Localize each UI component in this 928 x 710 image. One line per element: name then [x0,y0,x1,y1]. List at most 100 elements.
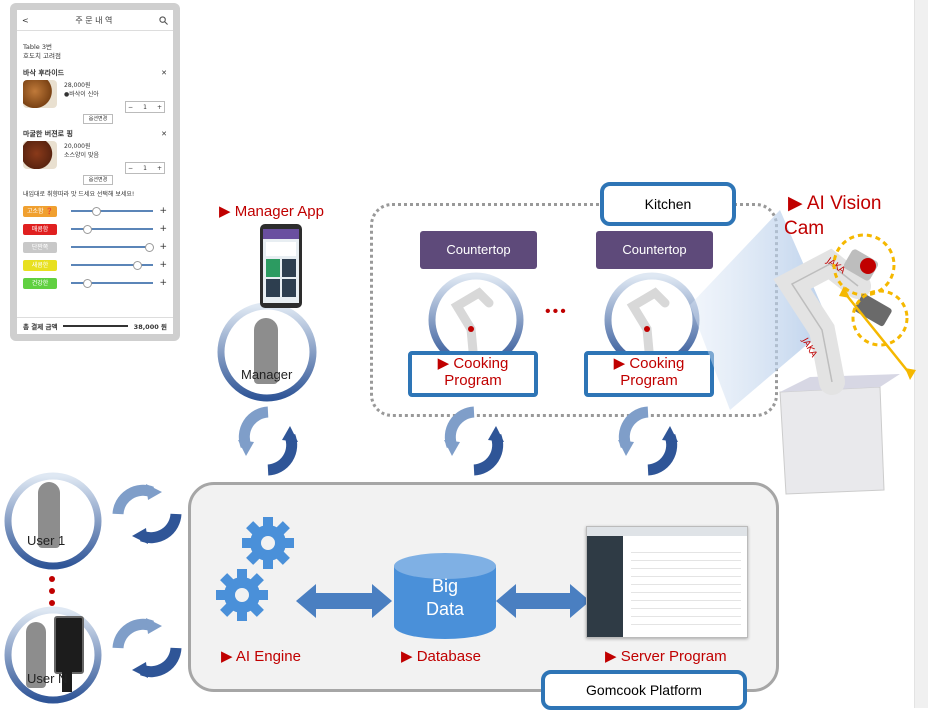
more-robots-ellipsis: ••• [545,303,568,320]
option-change-button[interactable]: 옵션변경 [83,175,113,185]
table-number: Table 3번 [23,43,52,51]
admin-sidebar [587,536,623,637]
user-ring [4,606,102,704]
store-name: 호도치 고려점 [23,52,61,60]
user1-label: User 1 [27,533,66,548]
cooking-program-box: ▶ Cooking Program [408,351,538,397]
slider-knob[interactable] [83,225,93,234]
taste-option-row: 매콤함 + [17,220,173,238]
cam-label: Cam [784,218,825,239]
slider-knob[interactable] [83,279,93,288]
order-item: 28,000원 ●바삭이 신아 − 1 + 옵션변경 [17,78,173,128]
item-price: 28,000원 [64,82,91,89]
sync-arrows-icon [112,484,182,544]
gomcook-platform-label: Gomcook Platform [541,670,747,710]
taste-tag[interactable]: 건강한 [23,277,57,289]
quantity-stepper[interactable]: − 1 + [125,101,165,113]
item-price: 20,000원 [64,143,91,150]
quantity-stepper[interactable]: − 1 + [125,162,165,174]
customer-order-phone: < 주 문 내 역 Table 3번 호도치 고려점 바삭 후라이드 ✕ 28,0… [10,3,180,341]
order-screen: < 주 문 내 역 Table 3번 호도치 고려점 바삭 후라이드 ✕ 28,0… [17,10,173,334]
total-label: 총 결제 금액 [23,323,58,331]
taste-option-row: 고소함 ❓ + [17,202,173,220]
scrollbar[interactable] [914,0,928,708]
manager-app-label: ▶ Manager App [219,203,324,220]
user-person-icon [26,622,46,688]
taste-option-row: 단짠쪽 + [17,238,173,256]
gear-icon [216,517,294,621]
taste-slider[interactable] [71,261,154,270]
manager-phone [260,224,302,308]
plus-icon[interactable]: + [159,206,167,216]
slider-knob[interactable] [91,207,101,216]
item-desc: 소스양이 맞음 [64,152,100,159]
total-value: 38,000 원 [133,323,167,331]
remove-icon[interactable]: ✕ [161,129,167,138]
food-image [23,141,57,169]
vision-beam [690,210,830,410]
taste-tag[interactable]: 고소함 ❓ [23,205,57,217]
taste-tag[interactable]: 단짠쪽 [23,241,57,253]
userN-label: User N [27,671,68,686]
back-icon[interactable]: < [22,15,29,25]
slider-knob[interactable] [145,243,155,252]
order-title: 주 문 내 역 [75,15,113,25]
plus-icon[interactable]: + [159,260,167,270]
big-label: Big [431,576,458,596]
gripper-highlight-ring [851,289,909,347]
server-program-screenshot [586,526,748,638]
taste-slider[interactable] [71,243,155,252]
cooking-program-line2: Program [444,372,502,389]
minus-icon[interactable]: − [128,164,134,172]
item-desc: ●바삭이 신아 [64,91,99,98]
plus-icon[interactable]: + [156,164,162,172]
taste-options: 고소함 ❓ + 매콤함 + 단짠쪽 + 새콤한 + 건강한 + [17,202,173,292]
option-change-button[interactable]: 옵션변경 [83,114,113,124]
double-arrow-icon [496,584,590,618]
plus-icon[interactable]: + [159,278,167,288]
food-image [23,80,57,108]
manager-app-screen [263,229,299,303]
plus-icon[interactable]: + [159,242,167,252]
taste-option-row: 새콤한 + [17,256,173,274]
cooking-program-box: ▶ Cooking Program [584,351,714,397]
robot-arm-camera: JAKA JAKA [773,233,916,495]
user-person-icon [38,482,60,548]
countertop-box: Countertop [420,231,537,269]
item-qty: 1 [143,103,147,111]
database-cylinder-icon [394,553,496,639]
ai-vision-label: ▶ AI Vision [788,193,882,214]
plus-icon[interactable]: + [156,103,162,111]
item-name: 바삭 후라이드 [23,68,65,77]
cooking-program-line2: Program [620,372,678,389]
taste-slider[interactable] [71,207,154,216]
ai-engine-label: ▶ AI Engine [221,648,301,665]
manager-person-icon [254,318,278,384]
data-label: Data [425,599,465,619]
minus-icon[interactable]: − [128,103,134,111]
remove-icon[interactable]: ✕ [161,68,167,77]
item-name: 마굴한 버젼로 핑 [23,129,73,138]
taste-slider[interactable] [71,225,154,234]
sync-arrows-icon [112,618,182,678]
plus-icon[interactable]: + [159,224,167,234]
ellipsis-dot [49,576,55,582]
sync-arrows-icon [444,406,504,476]
robot-arm-icon [626,287,670,356]
total-bar: 총 결제 금액 38,000 원 [17,317,173,334]
browser-bar [587,527,747,536]
item-price-block: 28,000원 ●바삭이 신아 [64,81,99,99]
taste-option-row: 건강한 + [17,274,173,292]
database-label: ▶ Database [401,648,481,665]
manager-label: Manager [241,367,293,382]
taste-tag[interactable]: 매콤함 [23,223,57,235]
admin-table [631,545,741,629]
search-icon[interactable] [159,15,168,25]
kiosk-stand [62,672,72,692]
slider-knob[interactable] [132,261,142,270]
robot-arm-icon [450,287,494,356]
gripper [854,293,892,327]
item-qty: 1 [143,164,147,172]
taste-tag[interactable]: 새콤한 [23,259,57,271]
taste-slider[interactable] [71,279,154,288]
